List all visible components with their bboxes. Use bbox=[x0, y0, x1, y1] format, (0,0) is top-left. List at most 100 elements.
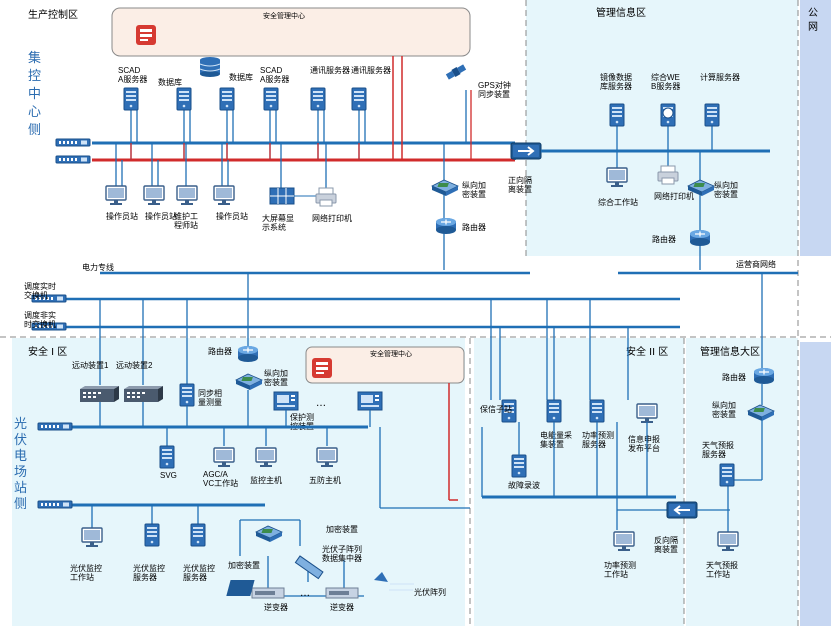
big-screen-icon bbox=[269, 187, 295, 205]
label-svg: SVG bbox=[160, 471, 177, 480]
side-station-text: 光伏电场站侧 bbox=[14, 417, 27, 512]
database-icon bbox=[199, 57, 221, 77]
mirror-db-server-icon bbox=[609, 103, 625, 127]
label-info-pub: 信息申报发布平台 bbox=[628, 434, 660, 453]
weather-server-icon bbox=[719, 463, 735, 487]
label-encrypt-s1: 纵向加密装置 bbox=[264, 368, 288, 387]
label-encrypt-s1-b: 加密装置 bbox=[326, 524, 358, 534]
safety-center-icon bbox=[136, 25, 156, 45]
database-server-icon bbox=[219, 87, 235, 111]
label-reverse-isolation: 反向隔离装置 bbox=[654, 535, 678, 554]
label-remote-2: 远动装置2 bbox=[116, 360, 153, 370]
label-op-1: 操作员站 bbox=[106, 211, 138, 221]
label-pred-ws: 功率预测工作站 bbox=[604, 560, 636, 579]
zone-management-big bbox=[686, 338, 798, 626]
label-encrypt-top: 纵向加密装置 bbox=[462, 180, 486, 199]
gps-satellite-icon bbox=[445, 64, 467, 80]
ellipsis-icon: … bbox=[300, 588, 310, 599]
zone-public-net-top bbox=[800, 0, 831, 256]
web-server-icon bbox=[660, 103, 676, 127]
label-forward-isolation: 正向隔离装置 bbox=[508, 175, 532, 194]
label-workstation: 综合工作站 bbox=[598, 197, 638, 207]
safety-center-bottom bbox=[305, 346, 465, 384]
ellipsis-icon: … bbox=[316, 398, 326, 409]
zone-safety-1-label: 安全 I 区 bbox=[28, 345, 67, 358]
pv-server-icon bbox=[190, 523, 206, 547]
remote-device-icon bbox=[80, 386, 119, 402]
database-server-icon bbox=[176, 87, 192, 111]
scada-server-icon bbox=[123, 87, 139, 111]
label-monitor-host: 监控主机 bbox=[250, 475, 282, 485]
label-gps: GPS对钟同步装置 bbox=[478, 80, 511, 99]
label-db-1: 数据库 bbox=[158, 77, 182, 87]
label-router-mb: 路由器 bbox=[722, 372, 746, 382]
label-eng: 维护工程师站 bbox=[174, 211, 198, 230]
label-carrier: 运营商网络 bbox=[736, 259, 776, 269]
operator-station-icon bbox=[143, 185, 165, 206]
label-encrypt-mb: 纵向加密装置 bbox=[712, 400, 736, 419]
label-weather-srv: 天气预报服务器 bbox=[702, 440, 734, 459]
label-pmu: 同步相量测量 bbox=[198, 388, 222, 407]
safety-center-bottom-label: 安全管理中心 bbox=[370, 349, 412, 358]
router-icon bbox=[753, 367, 775, 385]
label-pv-srv-1: 光伏监控服务器 bbox=[133, 563, 165, 582]
operator-station-icon bbox=[105, 185, 127, 206]
label-big-screen: 大屏幕显示系统 bbox=[262, 213, 294, 232]
encrypt-device-icon bbox=[431, 179, 459, 197]
switch-icon bbox=[37, 422, 73, 431]
pv-server-icon bbox=[144, 523, 160, 547]
router-icon bbox=[435, 217, 457, 235]
power-pred-server-icon bbox=[589, 399, 605, 423]
side-label-station: 光伏电场站侧 bbox=[14, 417, 27, 512]
side-label-center: 集控中心侧 bbox=[28, 50, 41, 138]
zone-safety-2 bbox=[474, 338, 684, 626]
router-icon bbox=[689, 229, 711, 247]
svg-server-icon bbox=[159, 445, 175, 469]
label-pv-ws: 光伏监控工作站 bbox=[70, 563, 102, 582]
label-fault: 故障录波 bbox=[508, 480, 540, 490]
label-relay: 保信子站 bbox=[480, 404, 512, 414]
label-pv-array: 光伏阵列 bbox=[414, 587, 446, 597]
label-remote-1: 远动装置1 bbox=[72, 360, 109, 370]
label-power-net: 电力专线 bbox=[82, 262, 114, 272]
calc-server-icon bbox=[704, 103, 720, 127]
label-rt-switch: 调度实时交换机 bbox=[24, 281, 56, 300]
pv-array-icon bbox=[226, 572, 414, 596]
public-net-text: 公网 bbox=[808, 8, 818, 33]
label-pv-sub: 光伏子阵列数据集中器 bbox=[322, 544, 362, 563]
printer-icon bbox=[657, 165, 679, 185]
label-calc: 计算服务器 bbox=[700, 72, 740, 82]
comm-server-icon bbox=[310, 87, 326, 111]
operator-station-icon bbox=[213, 185, 235, 206]
zone-management-top bbox=[526, 0, 798, 256]
zone-management-big-label: 管理信息大区 bbox=[700, 345, 760, 358]
label-weather-ws: 天气预报工作站 bbox=[706, 560, 738, 579]
public-net-label: 公网 bbox=[808, 8, 818, 33]
side-center-text: 集控中心侧 bbox=[28, 50, 41, 138]
router-icon bbox=[237, 345, 259, 363]
safety-center-icon bbox=[312, 358, 332, 378]
label-comm-1: 通讯服务器 bbox=[310, 65, 350, 75]
remote-device-icon bbox=[124, 386, 163, 402]
switch-icon bbox=[55, 138, 91, 147]
zone-production-label: 生产控制区 bbox=[28, 8, 78, 21]
energy-collect-icon bbox=[546, 399, 562, 423]
zone-management-top-label: 管理信息区 bbox=[596, 6, 646, 19]
label-router-mgmt: 路由器 bbox=[652, 234, 676, 244]
scada-server-icon bbox=[263, 87, 279, 111]
label-energy: 电能量采集装置 bbox=[540, 430, 572, 449]
protect-device-icon bbox=[357, 391, 383, 411]
comm-server-icon bbox=[351, 87, 367, 111]
switch-icon bbox=[55, 155, 91, 164]
label-encrypt-mgmt: 纵向加密装置 bbox=[714, 180, 738, 199]
label-db-2: 数据库 bbox=[229, 72, 253, 82]
label-comm-2: 通讯服务器 bbox=[351, 65, 391, 75]
fault-recorder-icon bbox=[511, 454, 527, 478]
zone-safety-2-label: 安全 II 区 bbox=[626, 345, 668, 358]
pv-concentrator-icon bbox=[294, 555, 324, 580]
label-op-3: 操作员站 bbox=[216, 211, 248, 221]
